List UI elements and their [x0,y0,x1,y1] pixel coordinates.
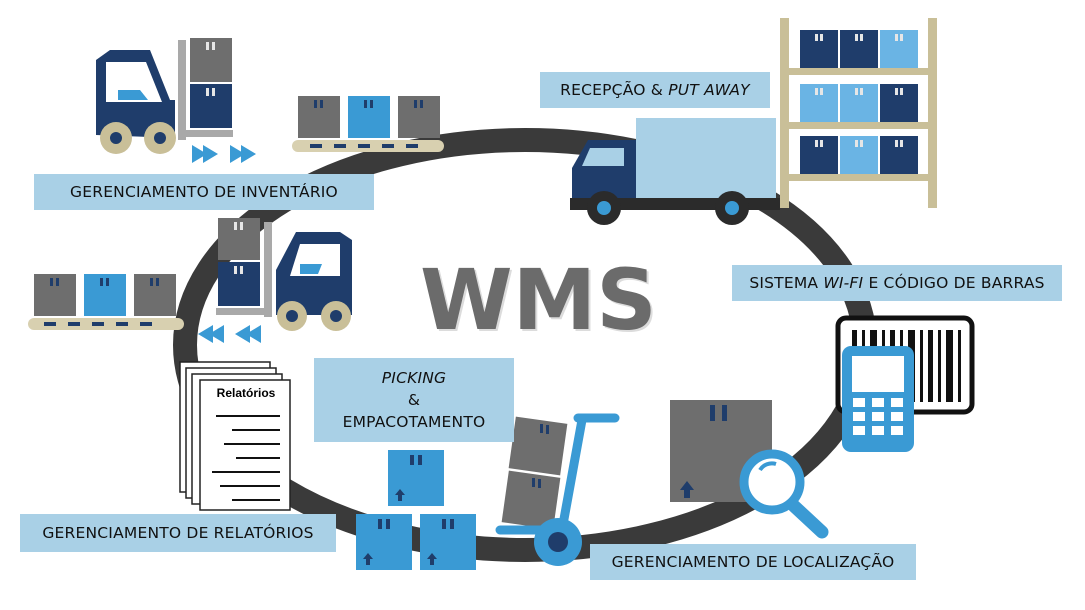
conveyor-icon-top [292,96,444,152]
conveyor-icon-left [28,274,184,330]
label-recepcao-text: RECEPÇÃO & [560,81,669,99]
center-title: WMS [420,251,657,349]
forklift-icon-middle [198,218,352,343]
label-recepcao-put-away: RECEPÇÃO & PUT AWAY [540,72,770,108]
label-wifi-text: WI-FI [823,274,864,292]
magnifier-icon [739,449,829,539]
label-put-away-text: PUT AWAY [668,81,750,99]
reports-document-icon [179,361,291,511]
label-empacotamento-text: EMPACOTAMENTO [342,413,486,431]
forklift-icon-top [96,38,256,163]
picking-boxes-icon [356,450,476,570]
label-wifi-suffix: E CÓDIGO DE BARRAS [863,274,1045,292]
shelf-icon [780,18,937,208]
label-gerenciamento-relatorios: GERENCIAMENTO DE RELATÓRIOS [20,514,336,552]
hand-truck-icon [495,413,620,566]
truck-icon [570,118,780,225]
label-wifi-prefix: SISTEMA [749,274,824,292]
label-sistema-wifi-codigo-barras: SISTEMA WI-FI E CÓDIGO DE BARRAS [732,265,1062,301]
reports-document-title: Relatórios [216,386,276,400]
barcode-scanner-icon [835,315,975,452]
label-picking-text: PICKING [381,369,447,387]
label-picking-ampersand: & [407,391,421,409]
label-gerenciamento-inventario: GERENCIAMENTO DE INVENTÁRIO [34,174,374,210]
label-picking-empacotamento: PICKING & EMPACOTAMENTO [314,358,514,442]
label-gerenciamento-localizacao: GERENCIAMENTO DE LOCALIZAÇÃO [590,544,916,580]
